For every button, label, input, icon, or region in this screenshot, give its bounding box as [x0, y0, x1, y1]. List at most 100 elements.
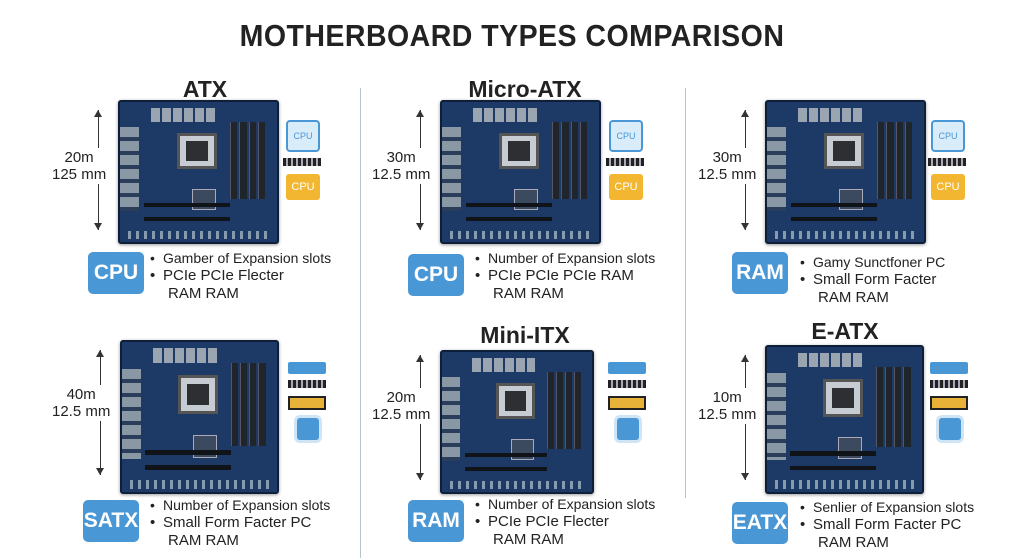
cpu-icon: CPU [609, 120, 643, 152]
pcie-slot [143, 202, 230, 207]
feature-item: Small Form Facter PC [800, 516, 974, 534]
chip-icon [297, 418, 319, 440]
dimension-top: 30m [386, 149, 416, 166]
ram-slot [248, 121, 256, 199]
bottom-headers [449, 480, 585, 490]
ram-slot [561, 121, 569, 199]
gold-ram-icon [288, 396, 326, 410]
pcie-slot [145, 450, 231, 455]
ram-slot [905, 121, 913, 199]
gold-cpu-icon: CPU [609, 174, 643, 200]
type-badge: RAM [732, 252, 788, 294]
ram-slot [258, 363, 266, 446]
board-type-label: E-ATX [811, 318, 879, 344]
feature-item: PCIe PCIe Flecter [475, 513, 655, 531]
ram-slot [239, 363, 247, 446]
ram-stick-icon [928, 158, 966, 166]
motherboard-illustration [765, 100, 926, 244]
board-type-label: Mini-ITX [480, 322, 570, 348]
pcie-slot [465, 202, 552, 207]
io-ports [442, 127, 461, 212]
feature-list: Gamy Sunctfoner PC Small Form Facter RAM… [800, 253, 945, 307]
ram-slot [570, 121, 578, 199]
dimension-top: 20m [386, 389, 416, 406]
ram-slot [229, 121, 238, 199]
feature-list: Number of Expansion slots Small Form Fac… [150, 496, 330, 550]
bottom-headers [774, 230, 917, 240]
motherboard-illustration [440, 350, 594, 494]
pcie-slot [465, 216, 552, 221]
feature-list: Number of Expansion slots PCIe PCIe PCIe… [475, 249, 655, 303]
ssd-icon [930, 362, 968, 374]
chipset [192, 188, 217, 211]
ram-slot [230, 363, 238, 446]
type-badge: CPU [88, 252, 144, 294]
io-ports [442, 377, 460, 462]
type-badge: EATX [732, 502, 788, 544]
bottom-headers [774, 480, 915, 490]
component-icons [608, 362, 648, 440]
pcie-slot [790, 216, 877, 221]
dimension-label: 30m 12.5 mm [372, 148, 431, 184]
chipset [514, 188, 539, 211]
component-icons [288, 362, 328, 440]
gold-ram-icon [930, 396, 968, 410]
feature-continuation: RAM RAM [818, 534, 889, 551]
cpu-socket [822, 378, 864, 417]
cpu-icon: CPU [931, 120, 965, 152]
vrm-heatsink [798, 352, 864, 368]
vrm-heatsink [153, 348, 219, 363]
page-title: MOTHERBOARD TYPES COMPARISON [239, 18, 785, 53]
dimension-bottom: 12.5 mm [698, 166, 757, 183]
feature-item: PCIe PCIe PCIe RAM [475, 267, 655, 285]
ram-slot [903, 367, 911, 448]
component-icons: CPU CPU [283, 120, 323, 200]
board-type-label: ATX [182, 76, 228, 102]
cpu-socket [177, 375, 219, 414]
cpu-socket [823, 132, 865, 170]
ram-stick-icon [283, 158, 321, 166]
bottom-headers [129, 480, 270, 489]
ram-slot [556, 371, 563, 449]
ram-slot [239, 121, 247, 199]
cpu-icon: CPU [286, 120, 320, 152]
feature-list: Number of Expansion slots PCIe PCIe Flec… [475, 495, 655, 549]
dimension-top: 10m [712, 389, 742, 406]
dimension-label: 20m 125 mm [52, 148, 107, 184]
pcie-slot [790, 202, 877, 207]
ram-slot [875, 367, 883, 448]
vrm-heatsink [798, 107, 865, 122]
gold-ram-icon [608, 396, 646, 410]
motherboard-illustration [765, 345, 924, 494]
ram-slot [895, 121, 903, 199]
feature-item: Senlier of Expansion slots [800, 498, 974, 516]
motherboard-illustration [120, 340, 279, 494]
feature-continuation: RAM RAM [493, 531, 564, 548]
vrm-heatsink [472, 357, 535, 372]
ram-stick-icon [608, 380, 646, 388]
cpu-socket [498, 132, 540, 170]
bottom-headers [127, 230, 270, 240]
feature-item: Number of Expansion slots [475, 249, 655, 267]
ram-stick-icon [930, 380, 968, 388]
dimension-top: 40m [66, 386, 96, 403]
dimension-bottom: 12.5 mm [372, 406, 431, 423]
ram-stick-icon [288, 380, 326, 388]
feature-item: Number of Expansion slots [150, 496, 330, 514]
chipset [511, 438, 534, 461]
ssd-icon [288, 362, 326, 374]
column-divider [685, 88, 686, 498]
chip-icon [939, 418, 961, 440]
gold-cpu-icon: CPU [286, 174, 320, 200]
dimension-bottom: 125 mm [52, 166, 107, 183]
chip-icon [617, 418, 639, 440]
feature-item: PCIe PCIe Flecter [150, 267, 331, 285]
feature-item: Small Form Facter [800, 271, 945, 289]
cpu-socket [176, 132, 218, 170]
motherboard-illustration [118, 100, 279, 244]
dimension-label: 30m 12.5 mm [698, 148, 757, 184]
dimension-label: 10m 12.5 mm [698, 388, 757, 424]
pcie-slot [145, 465, 231, 470]
ram-slot [876, 121, 885, 199]
board-type-label: Micro-ATX [468, 76, 582, 102]
